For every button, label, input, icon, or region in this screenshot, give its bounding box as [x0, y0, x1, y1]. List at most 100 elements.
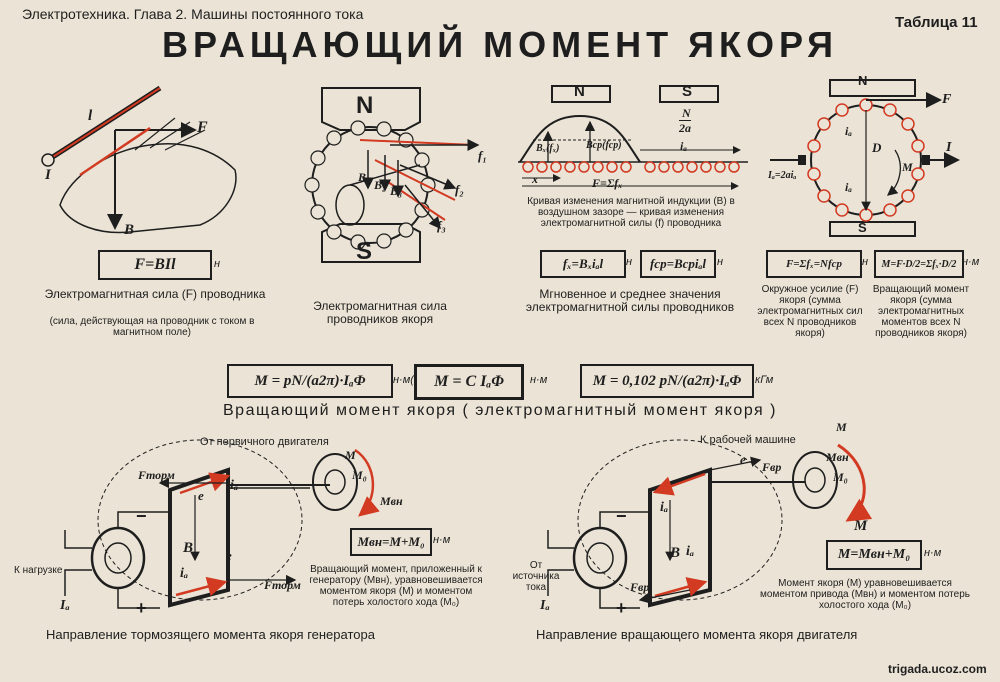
motor-minus-sign: −	[616, 506, 627, 526]
armature-caption: Электромагнитная сила проводников якоря	[313, 299, 447, 326]
generator-balance-caption: Вращающий момент, приложенный к генерато…	[309, 564, 483, 608]
ring-pole-n: N	[858, 73, 868, 88]
label-current-I: I	[45, 167, 51, 183]
generator-bottom-caption: Направление тормозящего момента якоря ге…	[46, 627, 375, 642]
gen-minus-sign: −	[136, 506, 147, 526]
induction-curve-drawing	[518, 85, 748, 190]
force-formula-box: F=BIl	[98, 250, 212, 280]
motor-label-F-top: Fвр	[762, 460, 782, 474]
motor-label-F-bottom: Fвр	[630, 580, 650, 594]
motor-label-M0: M₀	[833, 470, 848, 484]
ring-label-M: M	[902, 160, 913, 174]
induction-caption-2: Мгновенное и среднее значения электромаг…	[525, 287, 735, 314]
hand-force-drawing	[41, 85, 237, 234]
gen-label-e-bottom: e	[226, 548, 232, 563]
pitch-numerator: N	[682, 106, 691, 120]
mean-force-formula: fср=Bсрiₐl	[640, 250, 716, 278]
circumferential-force-formula: F=Σfₓ=Nfср	[766, 250, 862, 278]
torque-unit-3: кГм	[755, 374, 774, 386]
motor-balance-unit: н·м	[924, 547, 942, 559]
induction-pole-n: N	[574, 83, 585, 100]
label-ia: iₐ	[680, 139, 687, 153]
circumferential-force-caption: Окружное усилие (F) якоря (сумма электро…	[757, 284, 863, 339]
gen-label-ia-bottom: iₐ	[180, 566, 189, 581]
label-B: B	[358, 170, 367, 184]
ring-label-I: I	[946, 140, 952, 155]
torque-formula-3: M = 0,102 pN/(a2π)·IₐΦ	[580, 364, 754, 398]
gen-label-M0: M₀	[352, 468, 367, 482]
motor-bottom-caption: Направление вращающего момента якоря дви…	[536, 627, 858, 642]
force-unit: н	[214, 258, 221, 270]
site-watermark: trigada.ucoz.com	[888, 662, 987, 676]
instant-force-formula: fₓ=Bₓiₐl	[540, 250, 626, 278]
mean-force-unit: н	[717, 256, 724, 268]
page-title: ВРАЩАЮЩИЙ МОМЕНТ ЯКОРЯ	[162, 24, 838, 65]
force-caption-title: Электромагнитная сила (F) проводника	[44, 287, 266, 301]
motor-label-ia-top: iₐ	[660, 500, 669, 515]
generator-balance-formula: Mвн=M+M₀	[350, 528, 432, 556]
motor-plus-sign: +	[616, 598, 627, 618]
table-number: Таблица 11	[895, 14, 978, 31]
label-sum-F: F=Σfₓ	[592, 176, 623, 190]
motor-drawing	[547, 439, 873, 609]
label-B3: B₃	[390, 184, 403, 198]
motor-source-label: От источника тока	[512, 560, 560, 593]
motor-label-Ia: Iₐ	[540, 598, 550, 613]
label-x: x	[532, 172, 538, 186]
torque-unit-2: н·м	[530, 374, 548, 386]
motor-label-B: B	[670, 545, 681, 561]
pitch-denominator: 2a	[679, 120, 691, 135]
label-length-l: l	[88, 108, 93, 124]
header-subject: Электротехника. Глава 2. Машины постоянн…	[22, 6, 364, 22]
circumferential-force-unit: н	[862, 256, 869, 268]
gen-label-F-top: Fторм	[138, 468, 175, 482]
motor-label-M: M	[854, 518, 868, 534]
gen-plus-sign: +	[136, 598, 147, 618]
ring-armature-drawing	[770, 79, 960, 237]
force-caption-sub: (сила, действующая на проводник с током …	[49, 316, 255, 338]
gen-label-M: M	[345, 448, 356, 462]
ring-label-ia-top: iₐ	[845, 124, 852, 138]
armature-torque-unit: н·м	[962, 256, 980, 268]
generator-prime-mover-label: От первичного двигателя	[200, 436, 329, 448]
label-B2: B₂	[374, 178, 387, 192]
generator-balance-unit: н·м	[433, 534, 451, 546]
label-induction-B: B	[124, 222, 135, 238]
ring-pole-s: S	[858, 220, 867, 235]
motor-label-e: e	[740, 452, 746, 467]
gen-label-F-bottom: Fторм	[264, 578, 301, 592]
torque-formula-2: M = C IₐΦ	[414, 364, 524, 400]
motor-balance-formula: M=Mвн+M₀	[826, 540, 922, 570]
gen-label-e-top: e	[198, 488, 204, 503]
gen-label-ia-top: iₐ	[230, 478, 239, 493]
instant-force-unit: н	[626, 256, 633, 268]
label-bx: Bₓ(fₓ)	[536, 143, 560, 154]
gen-label-B: B	[183, 540, 194, 556]
generator-load-label: К нагрузке	[14, 565, 63, 576]
pole-n-label: N	[356, 92, 374, 119]
pole-s-label: S	[356, 238, 373, 265]
ring-label-Ia: Iₐ=2aiₐ	[768, 170, 797, 181]
label-bcp: Bср(fср)	[586, 140, 622, 151]
motor-balance-caption: Момент якоря (M) уравновешивается момент…	[760, 578, 970, 611]
label-f3: f₃	[437, 218, 446, 233]
induction-pole-s: S	[682, 83, 693, 100]
ring-label-F: F	[942, 92, 952, 107]
torque-formula-1: M = pN/(a2π)·IₐΦ	[227, 364, 393, 398]
label-f2: f₂	[455, 182, 464, 197]
ring-label-ia-bottom: iₐ	[845, 180, 852, 194]
ring-label-D: D	[872, 140, 882, 155]
gen-label-Mvn: Mвн	[380, 494, 403, 508]
torque-subtitle: Вращающий момент якоря ( электромагнитны…	[223, 402, 777, 419]
armature-torque-formula: M=F·D/2=Σfₓ·D/2	[874, 250, 964, 278]
motor-label-Mvn: Mвн	[826, 450, 849, 464]
motor-label-ia-bottom: iₐ	[686, 544, 695, 559]
generator-drawing	[64, 439, 380, 609]
induction-caption: Кривая изменения магнитной индукции (B) …	[527, 196, 735, 229]
armature-poles-drawing	[304, 87, 480, 263]
motor-load-machine-label: К рабочей машине	[700, 434, 796, 446]
motor-label-M-small: M	[836, 420, 847, 434]
armature-torque-caption: Вращающий момент якоря (сумма электромаг…	[872, 284, 970, 339]
label-f1: f₁	[478, 148, 487, 163]
